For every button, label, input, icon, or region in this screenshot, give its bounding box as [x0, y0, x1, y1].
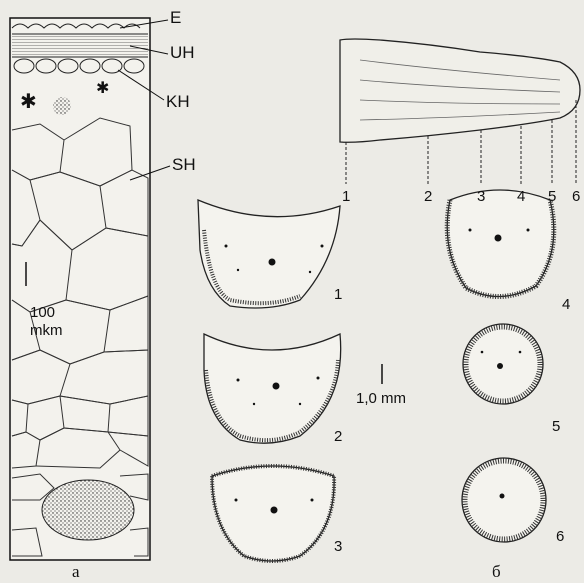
label-collenchyma: KH: [166, 92, 190, 112]
svg-text:✱: ✱: [96, 80, 109, 97]
cross-section-4: [447, 190, 554, 297]
scale-label-b: 1,0 mm: [356, 390, 406, 408]
cross-section-1: [198, 200, 340, 308]
svg-text:✱: ✱: [20, 91, 37, 113]
section-label-3: 3: [334, 538, 342, 555]
label-upper-hypodermis: UH: [170, 43, 195, 63]
leaf-position-3: 3: [477, 188, 485, 205]
cross-section-6: [462, 458, 546, 542]
label-epidermis: E: [170, 8, 181, 28]
panel-letter-b: б: [492, 562, 501, 582]
leaf-position-5: 5: [548, 188, 556, 205]
leaf-position-2: 2: [424, 188, 432, 205]
scale-label-a: 100 mkm: [30, 304, 63, 340]
section-label-6: 6: [556, 528, 564, 545]
leaf-position-4: 4: [517, 188, 525, 205]
cross-section-3: [212, 466, 334, 561]
label-spongy-tissue: SH: [172, 155, 196, 175]
hypodermis-upper-layer: [12, 36, 148, 57]
scale-value-a: 100: [30, 304, 63, 322]
cross-section-2: [204, 334, 341, 443]
cross-section-5: [463, 324, 543, 404]
section-label-1: 1: [334, 286, 342, 303]
section-label-2: 2: [334, 428, 342, 445]
leaf-position-6: 6: [572, 188, 580, 205]
section-label-5: 5: [552, 418, 560, 435]
leaf-outline: [340, 39, 580, 142]
section-label-4: 4: [562, 296, 570, 313]
tissue-column-a: ✱ ✱: [10, 18, 170, 560]
scale-unit-a: mkm: [30, 322, 63, 340]
leaf-position-1: 1: [342, 188, 350, 205]
panel-letter-a: a: [72, 562, 80, 582]
